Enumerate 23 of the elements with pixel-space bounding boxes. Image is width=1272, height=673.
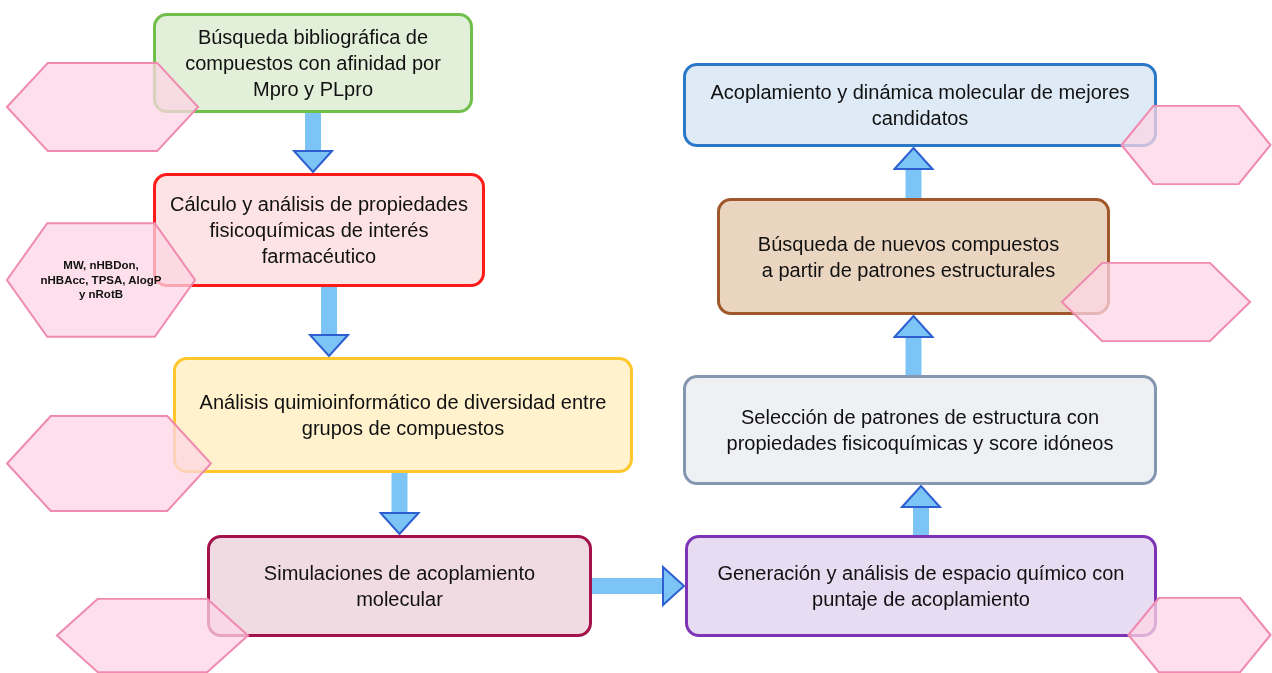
process-box: [683, 63, 1157, 147]
step-text: Acoplamiento y dinámica molecular de mejores candidatos: [709, 80, 1131, 131]
note-text: MW, nHBDon, nHBAcc, TPSA, AlogP y nRotB: [39, 258, 163, 302]
block-arrow: [901, 485, 941, 535]
process-box: [685, 535, 1157, 637]
block-arrow: [293, 113, 333, 173]
step-text: Simulaciones de acoplamiento molecular: [262, 561, 537, 612]
process-box: [153, 13, 473, 113]
process-box: [207, 535, 592, 637]
block-arrow: [893, 147, 934, 198]
step-text: Cálculo y análisis de propiedades fisicoquímicas de interés farmacéutico: [170, 192, 468, 269]
block-arrow: [893, 315, 934, 375]
process-box: [173, 357, 633, 473]
block-arrow: [379, 473, 420, 535]
block-arrow: [309, 287, 349, 357]
block-arrow: [592, 566, 685, 606]
step-text: Búsqueda de nuevos compuestos a partir de patrones estructurales: [756, 231, 1061, 283]
step-text: Búsqueda bibliográfica de compuestos con afinidad por Mpro y PLpro: [184, 25, 442, 102]
step-text: Generación y análisis de espacio químico con puntaje de acoplamiento: [716, 561, 1126, 612]
process-box: [717, 198, 1110, 315]
process-box: [683, 375, 1157, 485]
step-text: Análisis quimioinformático de diversidad entre grupos de compuestos: [198, 390, 608, 441]
step-text: Selección de patrones de estructura con propiedades fisicoquímicas y score idóneos: [725, 405, 1115, 456]
